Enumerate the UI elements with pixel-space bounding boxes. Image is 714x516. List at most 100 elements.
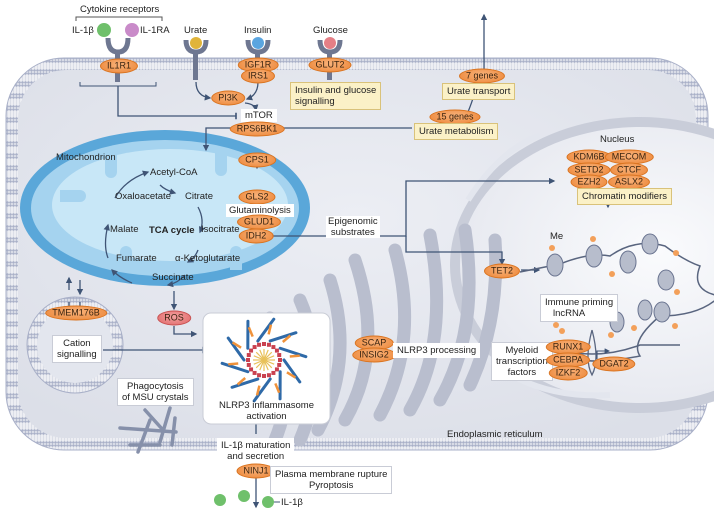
nacht-domain xyxy=(257,373,262,378)
alpha-ketoglutarate-label: α-Ketoglutarate xyxy=(175,253,241,264)
ros-pill: ROS xyxy=(157,310,191,326)
nacht-domain xyxy=(249,367,254,372)
lrr-domain xyxy=(231,341,242,349)
il1b-secreted xyxy=(262,496,274,508)
acetyl-coa-label: Acetyl-CoA xyxy=(150,167,198,178)
glucose-ligand xyxy=(324,37,336,49)
nlrp3-arm xyxy=(278,346,308,359)
nacht-domain xyxy=(252,345,257,350)
insig2-pill: INSIG2 xyxy=(352,347,396,363)
membrane-rupture-box: Plasma membrane rupture Pyroptosis xyxy=(270,466,393,494)
epigenomic-substrates-label: Epigenomic substrates xyxy=(326,216,380,238)
urate-transport-box: Urate transport xyxy=(442,83,516,100)
il1b-secreted xyxy=(238,490,250,502)
asc-core-filament xyxy=(259,359,265,371)
pi3k-pill: PI3K xyxy=(211,90,245,106)
oxaloacetate-label: Oxaloacetate xyxy=(115,191,171,202)
dgat2-pill: DGAT2 xyxy=(592,356,636,372)
chromatin-modifiers-box: Chromatin modifiers xyxy=(577,188,672,205)
cation-line1: Cation xyxy=(63,338,91,349)
myeloid-line3: factors xyxy=(507,367,537,378)
nlrp3-arm xyxy=(268,331,298,343)
asc-core-filament xyxy=(263,351,273,361)
rupture-line2: Pyroptosis xyxy=(309,480,354,491)
nacht-domain xyxy=(246,362,251,367)
tca-cycle-label: TCA cycle xyxy=(149,225,195,236)
idh2-pill: IDH2 xyxy=(238,228,274,244)
cps1-pill: CPS1 xyxy=(238,152,276,168)
nacht-domain xyxy=(266,373,271,378)
asc-core-filament xyxy=(263,359,273,369)
epigenomic-line1: Epigenomic xyxy=(328,216,378,227)
myeloid-line2: transcription xyxy=(496,356,548,367)
cation-line2: signalling xyxy=(57,349,97,360)
il1b-secreted-label: IL-1β xyxy=(281,497,303,508)
nacht-domain xyxy=(274,367,279,372)
pathway-arrows xyxy=(65,13,612,509)
maturation-line2: and secretion xyxy=(227,451,285,462)
nacht-domain xyxy=(271,345,276,350)
isocitrate-label: Isocitrate xyxy=(201,224,240,235)
nlrp3-processing-label: NLRP3 processing xyxy=(393,343,481,358)
lrr-domain xyxy=(255,385,261,396)
inflammasome-box xyxy=(202,312,331,425)
tca-cycle-arrows xyxy=(103,170,205,288)
methyl-marks xyxy=(549,236,680,338)
cytokine-receptors-label: Cytokine receptors xyxy=(80,4,160,15)
nacht-domain xyxy=(274,348,279,353)
mitochondrion-label: Mitochondrion xyxy=(56,152,116,163)
il1b-maturation-box: IL-1β maturation and secretion xyxy=(217,438,295,464)
nlrp3-arm xyxy=(282,358,302,384)
citrate-label: Citrate xyxy=(185,191,213,202)
nacht-domain xyxy=(257,342,262,347)
insulin-ligand xyxy=(252,37,264,49)
il1b-secreted xyxy=(214,494,226,506)
il1b-ligand xyxy=(97,23,111,37)
lrr-domain xyxy=(247,326,254,338)
cation-signalling-box: Cation signalling xyxy=(52,335,102,363)
asc-core-filament xyxy=(253,355,265,361)
glut2-pill: GLUT2 xyxy=(308,57,352,73)
asc-core-filament xyxy=(263,359,269,371)
nacht-domain xyxy=(277,362,282,367)
asc-core-filament xyxy=(263,359,275,365)
insulin-glucose-line2: signalling xyxy=(295,96,335,107)
seven-genes-pill: 7 genes xyxy=(458,68,506,84)
phagocytosis-box: Phagocytosis of MSU crystals xyxy=(117,378,194,406)
nacht-domain xyxy=(262,374,266,378)
insulin-glucose-line1: Insulin and glucose xyxy=(295,85,377,96)
lrr-domain xyxy=(286,371,297,379)
tmem176b-pill: TMEM176B xyxy=(45,305,107,321)
nacht-domain xyxy=(277,353,282,358)
nlrp3-activation-label: NLRP3 inflammasome activation xyxy=(208,400,325,422)
nlrp3-arm xyxy=(226,336,246,362)
msu-crystals xyxy=(118,406,178,454)
nacht-domain xyxy=(266,342,271,347)
phagocytosis-line2: of MSU crystals xyxy=(122,392,189,403)
mitochondrion xyxy=(20,130,310,286)
mtor-label: mTOR xyxy=(241,109,277,122)
er-label: Endoplasmic reticulum xyxy=(447,429,543,440)
urate-metabolism-box: Urate metabolism xyxy=(414,123,499,140)
nacht-domain xyxy=(246,353,251,358)
asc-core-filament xyxy=(255,351,265,361)
asc-core-filament xyxy=(263,355,275,361)
tss-arrow xyxy=(596,348,611,359)
nacht-domain xyxy=(249,348,254,353)
nlrp3-line2: activation xyxy=(246,411,287,422)
immune-priming-box: Immune priming lncRNA xyxy=(540,294,619,322)
nacht-domain xyxy=(252,370,257,375)
glutaminolysis-label: Glutaminolysis xyxy=(226,204,294,217)
myeloid-tf-box: Myeloid transcription factors xyxy=(491,342,553,381)
il1b-label: IL-1β xyxy=(72,25,94,36)
nacht-domain xyxy=(262,342,266,346)
il1ra-label: IL-1RA xyxy=(140,25,170,36)
nlrp3-line1: NLRP3 inflammasome xyxy=(218,400,315,411)
insulin-label: Insulin xyxy=(244,25,272,36)
insulin-glucose-box: Insulin and glucose signalling xyxy=(290,82,382,110)
lrr-domain xyxy=(281,334,292,343)
epigenomic-line2: substrates xyxy=(330,227,375,238)
glud1-pill: GLUD1 xyxy=(236,214,282,230)
cytokine-bracket xyxy=(75,16,163,21)
